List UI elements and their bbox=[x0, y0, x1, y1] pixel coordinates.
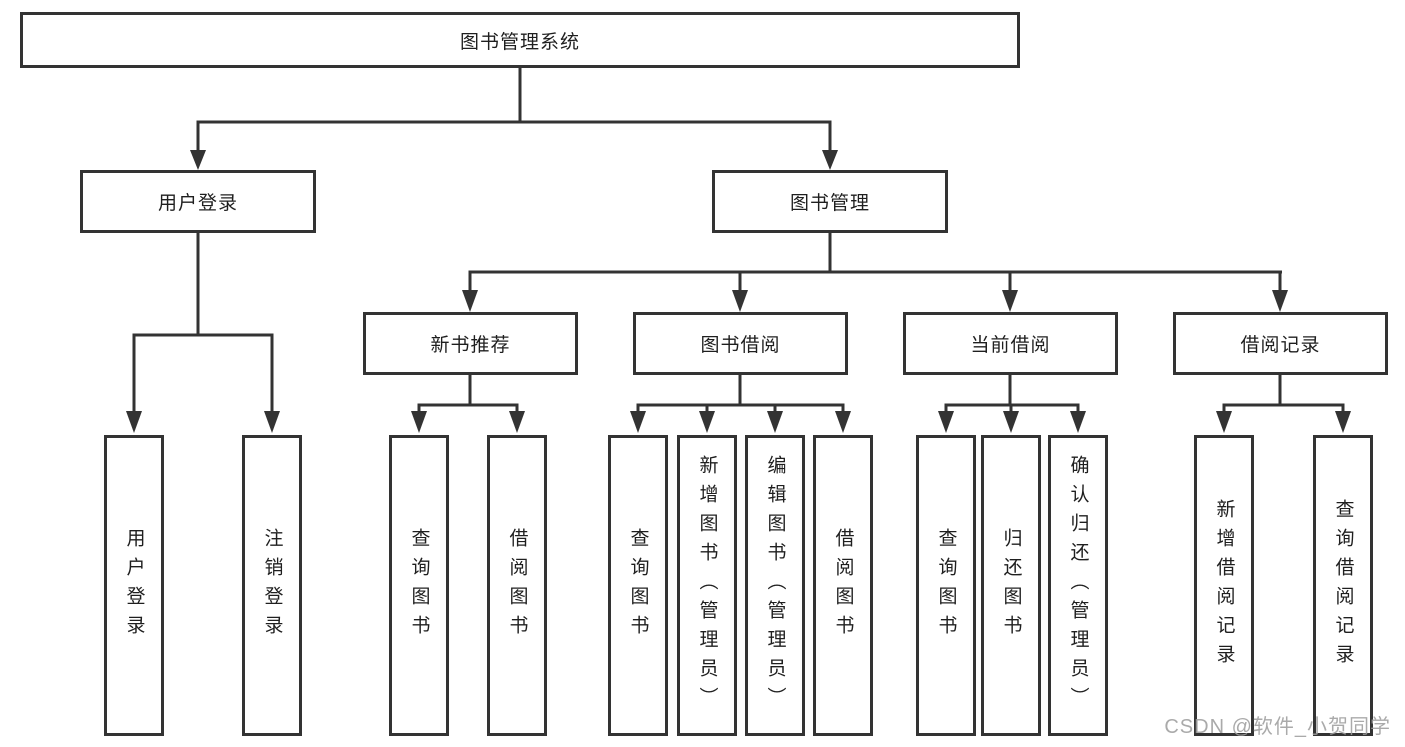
node-leaf-logout: 注销登录 bbox=[242, 435, 302, 736]
node-label: 查询图书 bbox=[627, 527, 649, 644]
node-current-borrowing: 当前借阅 bbox=[903, 312, 1118, 375]
node-label: 图书借阅 bbox=[700, 335, 781, 356]
node-label: 当前借阅 bbox=[970, 335, 1051, 356]
node-leaf-query-books-2: 查询图书 bbox=[608, 435, 668, 736]
node-label: 图书管理 bbox=[789, 193, 870, 214]
watermark: CSDN @软件_小贺同学 bbox=[1164, 716, 1391, 738]
node-label: 查询图书 bbox=[935, 527, 957, 644]
node-new-book-recommend: 新书推荐 bbox=[363, 312, 578, 375]
node-library-management-system: 图书管理系统 bbox=[20, 12, 1020, 68]
node-book-management: 图书管理 bbox=[712, 170, 948, 233]
node-label: 编辑图书（管理员） bbox=[764, 455, 786, 716]
node-label: 借阅图书 bbox=[506, 527, 528, 644]
node-label: 归还图书 bbox=[1000, 527, 1022, 644]
node-label: 新增借阅记录 bbox=[1213, 498, 1235, 673]
node-book-borrowing: 图书借阅 bbox=[633, 312, 848, 375]
node-label: 新增图书（管理员） bbox=[696, 455, 718, 716]
node-label: 注销登录 bbox=[261, 527, 283, 644]
node-leaf-add-book-admin: 新增图书（管理员） bbox=[677, 435, 737, 736]
node-label: 借阅记录 bbox=[1240, 335, 1321, 356]
node-label: 借阅图书 bbox=[832, 527, 854, 644]
node-leaf-borrow-books-1: 借阅图书 bbox=[487, 435, 547, 736]
node-user-login: 用户登录 bbox=[80, 170, 316, 233]
node-leaf-add-borrow-record: 新增借阅记录 bbox=[1194, 435, 1254, 736]
node-label: 用户登录 bbox=[157, 193, 238, 214]
node-leaf-query-borrow-record: 查询借阅记录 bbox=[1313, 435, 1373, 736]
node-leaf-return-books: 归还图书 bbox=[981, 435, 1041, 736]
node-label: 确认归还（管理员） bbox=[1067, 455, 1089, 716]
node-label: 图书管理系统 bbox=[459, 31, 580, 53]
node-label: 用户登录 bbox=[123, 527, 145, 644]
node-label: 新书推荐 bbox=[430, 335, 511, 356]
node-label: 查询图书 bbox=[408, 527, 430, 644]
node-label: 查询借阅记录 bbox=[1332, 498, 1354, 673]
node-leaf-query-books-1: 查询图书 bbox=[389, 435, 449, 736]
node-leaf-confirm-return-admin: 确认归还（管理员） bbox=[1048, 435, 1108, 736]
node-leaf-borrow-books-2: 借阅图书 bbox=[813, 435, 873, 736]
node-borrowing-records: 借阅记录 bbox=[1173, 312, 1388, 375]
node-leaf-query-books-3: 查询图书 bbox=[916, 435, 976, 736]
node-leaf-user-login: 用户登录 bbox=[104, 435, 164, 736]
node-leaf-edit-book-admin: 编辑图书（管理员） bbox=[745, 435, 805, 736]
